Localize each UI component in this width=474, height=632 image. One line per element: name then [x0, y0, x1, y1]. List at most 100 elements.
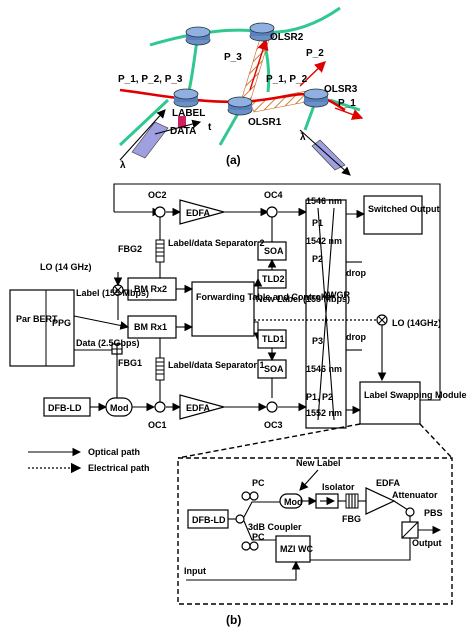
switched-output-box: [363, 195, 423, 235]
mod-label: Mod: [110, 403, 129, 413]
edfa-bottom-label: EDFA: [186, 403, 211, 413]
inset-dfb-ld-label: DFB-LD: [192, 515, 226, 525]
inset-pbs-label: PBS: [424, 508, 443, 518]
fbg1-grating: [155, 357, 165, 381]
packet-label-text: LABEL: [172, 108, 205, 119]
inset-pc1: PC: [252, 478, 265, 488]
feedback-loop: [113, 183, 441, 401]
router-left: [173, 88, 199, 108]
p2-label: P2: [312, 254, 323, 264]
router-olsr1: [227, 96, 253, 116]
part-a-network: OLSR2 OLSR1 OLSR3 P_1, P_2, P_3 P_3 P_2 …: [118, 6, 364, 176]
inset-pc2: PC: [252, 532, 265, 542]
wavelength-left: λ: [120, 160, 126, 171]
legend-electrical: Electrical path: [88, 463, 150, 473]
path-p2-label: P_2: [306, 48, 324, 59]
wavelength-right: λ: [300, 132, 306, 143]
olsr2-label: OLSR2: [270, 32, 304, 43]
inset-mzi-wc: [275, 535, 311, 563]
fbg1-label: FBG1: [118, 358, 142, 368]
part-b-system: OC2 OC4 EDFA 1546 nm P1 1542 nm P2 drop …: [9, 183, 467, 627]
oc3-circulator: [266, 401, 278, 413]
new-label-rate: New Label (155 Mbps): [256, 294, 350, 304]
lo-right-label: LO (14GHz): [392, 318, 441, 328]
olsr3-label: OLSR3: [324, 84, 358, 95]
drop-top-label: drop: [346, 268, 366, 278]
inset-new-label: New Label: [296, 458, 341, 468]
tld2-label: TLD2: [262, 274, 285, 284]
wl-1546-bottom: 1546 nm: [306, 364, 342, 374]
olsr1-label: OLSR1: [248, 117, 282, 128]
router-olsr2: [249, 22, 275, 42]
p1p2-label: P1, P2: [306, 392, 333, 402]
inset-edfa-label: EDFA: [376, 478, 401, 488]
p1-top-label: P1: [312, 218, 323, 228]
inset-fbg-label: FBG: [342, 514, 361, 524]
oc4-circulator: [266, 206, 278, 218]
inset-mzi-label: MZI WC: [280, 544, 313, 554]
inset-attenuator: [405, 507, 415, 517]
par-bert-box: [9, 289, 75, 367]
oc2-label: OC2: [148, 190, 167, 200]
edfa-top-label: EDFA: [186, 208, 211, 218]
path-p123-label: P_1, P_2, P_3: [118, 74, 183, 85]
lo-left-label: LO (14 GHz): [40, 262, 92, 272]
inset-input-label: Input: [184, 566, 206, 576]
packet-right: [299, 129, 351, 176]
forwarding-label: Forwarding Table and Controller: [196, 292, 335, 302]
inset-mod-label: Mod: [284, 497, 303, 507]
par-bert-label: Par BERT: [16, 314, 58, 324]
soa-top-label: SOA: [264, 246, 284, 256]
packet-left: [119, 109, 202, 161]
red-path: [119, 88, 346, 112]
p1-arrow: [334, 107, 364, 120]
label-swapping-module: [359, 381, 421, 425]
label-block: [178, 116, 186, 128]
oc1-label: OC1: [148, 420, 167, 430]
forwarding-controller-box: [191, 281, 255, 337]
wl-1546-top: 1546 nm: [306, 196, 342, 206]
fiber-link: [118, 98, 170, 147]
label-rate: Label (155 Mbps): [76, 288, 149, 298]
inset-output-label: Output: [412, 538, 442, 548]
p3-label: P3: [312, 336, 323, 346]
p3-arrow: [249, 38, 269, 91]
drop-bottom-label: drop: [346, 332, 366, 342]
tld1-label: TLD1: [262, 334, 285, 344]
legend: [28, 447, 82, 474]
switched-output-label: Switched Output: [368, 204, 440, 214]
inset-edfa: [365, 487, 396, 515]
inset-attenuator-label: Attenuator: [392, 490, 438, 500]
data-rate: Data (2.5Gbps): [76, 338, 140, 348]
edfa-top: [179, 199, 227, 225]
bm-rx1-label: BM Rx1: [134, 322, 167, 332]
caption-a: (a): [226, 153, 241, 167]
oc3-label: OC3: [264, 420, 283, 430]
inset-coupler-label: 3dB Coupler: [248, 522, 302, 532]
inset-isolator-label: Isolator: [322, 482, 355, 492]
path-p1-label: P_1: [338, 98, 356, 109]
label-swap-label: Label Swapping Module: [364, 390, 467, 400]
separator1-label: Label/data Separator 1: [168, 360, 265, 370]
awgr-label: AWGR: [322, 290, 350, 300]
inset-coupler: [235, 514, 245, 524]
ppg-label: PPG: [52, 318, 71, 328]
router-olsr3: [303, 88, 329, 108]
wl-1542-label: 1542 nm: [306, 236, 342, 246]
packet-time-symbol: t: [208, 122, 212, 133]
bm-rx2-label: BM Rx2: [134, 284, 167, 294]
fbg2-label: FBG2: [118, 244, 142, 254]
oc1-circulator: [154, 401, 166, 413]
soa-bottom-label: SOA: [264, 364, 284, 374]
path-p3-label: P_3: [224, 52, 242, 63]
fiber-link: [329, 98, 361, 112]
packet-data-text: DATA: [170, 126, 196, 137]
caption-b: (b): [226, 613, 241, 627]
separator2-label: Label/data Separator 2: [168, 238, 265, 248]
oc4-label: OC4: [264, 190, 283, 200]
legend-optical: Optical path: [88, 447, 140, 457]
wl-1552-label: 1552 nm: [306, 408, 342, 418]
p2-arrow: [299, 61, 327, 87]
path-p12-label: P_1, P_2: [266, 74, 308, 85]
